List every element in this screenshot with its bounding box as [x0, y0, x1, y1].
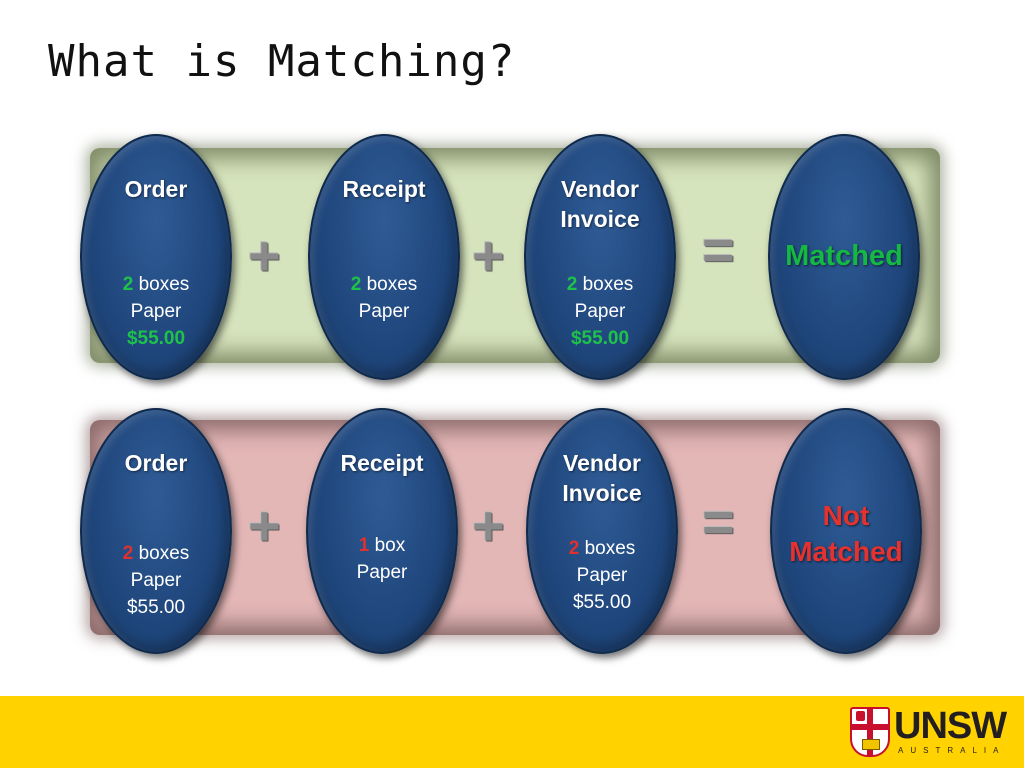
receipt-details: 2 boxes Paper — [310, 271, 458, 325]
plus-icon: + — [472, 494, 505, 557]
unmatched-invoice-oval: Vendor Invoice 2 boxes Paper $55.00 — [526, 408, 678, 654]
not-matched-line1: Not — [822, 500, 870, 531]
equals-icon: = — [702, 490, 735, 553]
order-price: $55.00 — [126, 597, 186, 618]
receipt-qty: 1 — [358, 535, 370, 556]
invoice-price: $55.00 — [572, 592, 632, 613]
invoice-details: 2 boxes Paper $55.00 — [528, 535, 676, 616]
receipt-heading: Receipt — [340, 450, 424, 476]
invoice-item: Paper — [576, 565, 628, 586]
equals-icon: = — [702, 218, 735, 281]
receipt-heading: Receipt — [342, 176, 426, 202]
invoice-heading: Vendor Invoice — [560, 176, 640, 232]
unsw-logo: UNSW AUSTRALIA — [850, 704, 1007, 760]
plus-icon: + — [472, 224, 505, 287]
receipt-unit: box — [374, 535, 406, 556]
plus-icon: + — [248, 494, 281, 557]
invoice-unit: boxes — [582, 274, 634, 295]
order-unit: boxes — [138, 274, 190, 295]
order-details: 2 boxes Paper $55.00 — [82, 271, 230, 352]
receipt-unit: boxes — [366, 274, 418, 295]
invoice-heading: Vendor Invoice — [562, 450, 642, 506]
matched-invoice-oval: Vendor Invoice 2 boxes Paper $55.00 — [524, 134, 676, 380]
not-matched-result-label: Not Matched — [772, 498, 920, 570]
plus-icon: + — [248, 224, 281, 287]
invoice-item: Paper — [574, 301, 626, 322]
receipt-item: Paper — [358, 301, 410, 322]
logo-subtext: AUSTRALIA — [898, 746, 1006, 755]
unmatched-order-oval: Order 2 boxes Paper $55.00 — [80, 408, 232, 654]
order-heading: Order — [124, 450, 188, 476]
order-heading: Order — [124, 176, 188, 202]
receipt-details: 1 box Paper — [308, 532, 456, 586]
not-matched-result-oval: Not Matched — [770, 408, 922, 654]
invoice-details: 2 boxes Paper $55.00 — [526, 271, 674, 352]
order-unit: boxes — [138, 543, 190, 564]
unmatched-receipt-oval: Receipt 1 box Paper — [306, 408, 458, 654]
receipt-item: Paper — [356, 562, 408, 583]
order-item: Paper — [130, 570, 182, 591]
order-details: 2 boxes Paper $55.00 — [82, 540, 230, 621]
invoice-qty: 2 — [568, 538, 580, 559]
invoice-unit: boxes — [584, 538, 636, 559]
not-matched-line2: Matched — [789, 536, 903, 567]
order-qty: 2 — [122, 274, 134, 295]
receipt-qty: 2 — [350, 274, 362, 295]
order-qty: 2 — [122, 543, 134, 564]
matched-result-oval: Matched — [768, 134, 920, 380]
order-item: Paper — [130, 301, 182, 322]
matched-receipt-oval: Receipt 2 boxes Paper — [308, 134, 460, 380]
invoice-price: $55.00 — [570, 328, 630, 349]
invoice-qty: 2 — [566, 274, 578, 295]
crest-icon — [850, 707, 890, 757]
order-price: $55.00 — [126, 328, 186, 349]
matched-order-oval: Order 2 boxes Paper $55.00 — [80, 134, 232, 380]
logo-wordmark: UNSW — [894, 705, 1007, 747]
slide-title: What is Matching? — [48, 36, 516, 87]
matched-result-label: Matched — [785, 240, 903, 272]
